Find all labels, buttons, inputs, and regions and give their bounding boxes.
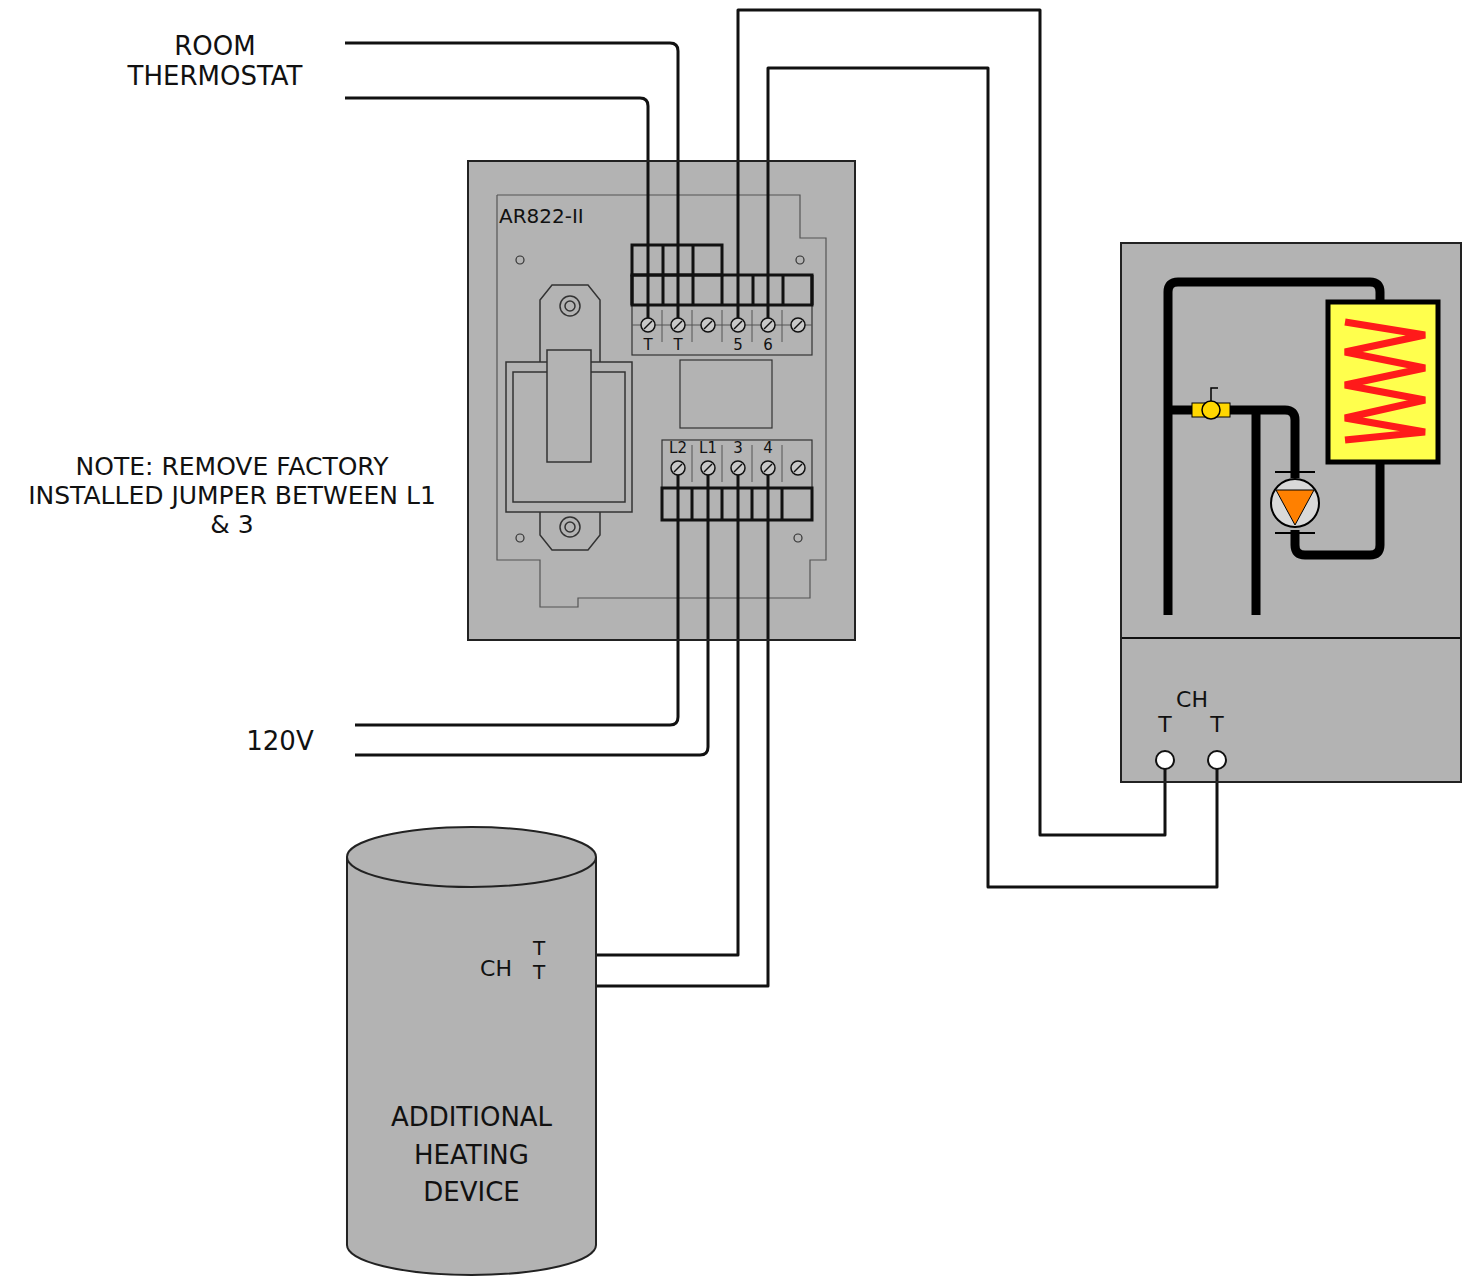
terminal-wire-stub — [738, 160, 768, 640]
terminal-name: 4 — [756, 440, 780, 457]
cylinder-rim — [347, 857, 596, 887]
boiler-terminals — [1156, 751, 1226, 782]
controller-box: AR822-II — [467, 160, 856, 641]
terminal-name: T — [528, 961, 550, 984]
inner-outline — [497, 195, 826, 607]
heating-device-cylinder: ADDITIONAL HEATING DEVICE — [345, 825, 598, 1277]
pump — [1271, 472, 1319, 533]
terminal-name: T — [1204, 712, 1230, 737]
terminal-name: T — [636, 337, 660, 354]
terminal-name: T — [666, 337, 690, 354]
terminal-name: T — [1152, 712, 1178, 737]
terminal-name: L1 — [694, 440, 722, 457]
transformer — [506, 285, 632, 550]
node-label: ADDITIONAL HEATING DEVICE — [363, 1099, 580, 1212]
valve — [1192, 388, 1230, 419]
thermostat-wire — [345, 43, 678, 320]
node-label: CH — [1162, 687, 1222, 713]
device-name: ROOM THERMOSTAT — [95, 32, 335, 92]
node-label: AR822-II — [499, 204, 609, 228]
boiler-divider — [1120, 637, 1462, 639]
installation-note: NOTE: REMOVE FACTORY INSTALLED JUMPER BE… — [22, 453, 442, 539]
cylinder-outline — [345, 825, 598, 1277]
boiler-housing — [1120, 242, 1462, 782]
terminal-name: 3 — [726, 440, 750, 457]
relay — [680, 360, 772, 428]
terminal-name: 5 — [726, 337, 750, 354]
terminal-screws — [641, 318, 805, 475]
wire — [768, 68, 1217, 887]
heat-exchanger — [1328, 302, 1438, 462]
terminal-group-name: CH — [470, 956, 522, 981]
terminal-name: 6 — [756, 337, 780, 354]
wire — [738, 10, 1165, 835]
wire — [598, 641, 768, 986]
supply-voltage: 120V — [225, 727, 335, 757]
terminal-name: L2 — [664, 440, 692, 457]
terminal-name: T — [528, 937, 550, 960]
boiler-box: CH — [1120, 242, 1462, 783]
upper-terminal-strip — [632, 245, 812, 355]
heating-coil — [1345, 322, 1425, 440]
control-housing — [467, 160, 856, 641]
power-wire — [355, 474, 708, 755]
cylinder-body — [347, 827, 596, 1275]
wire — [598, 641, 738, 955]
